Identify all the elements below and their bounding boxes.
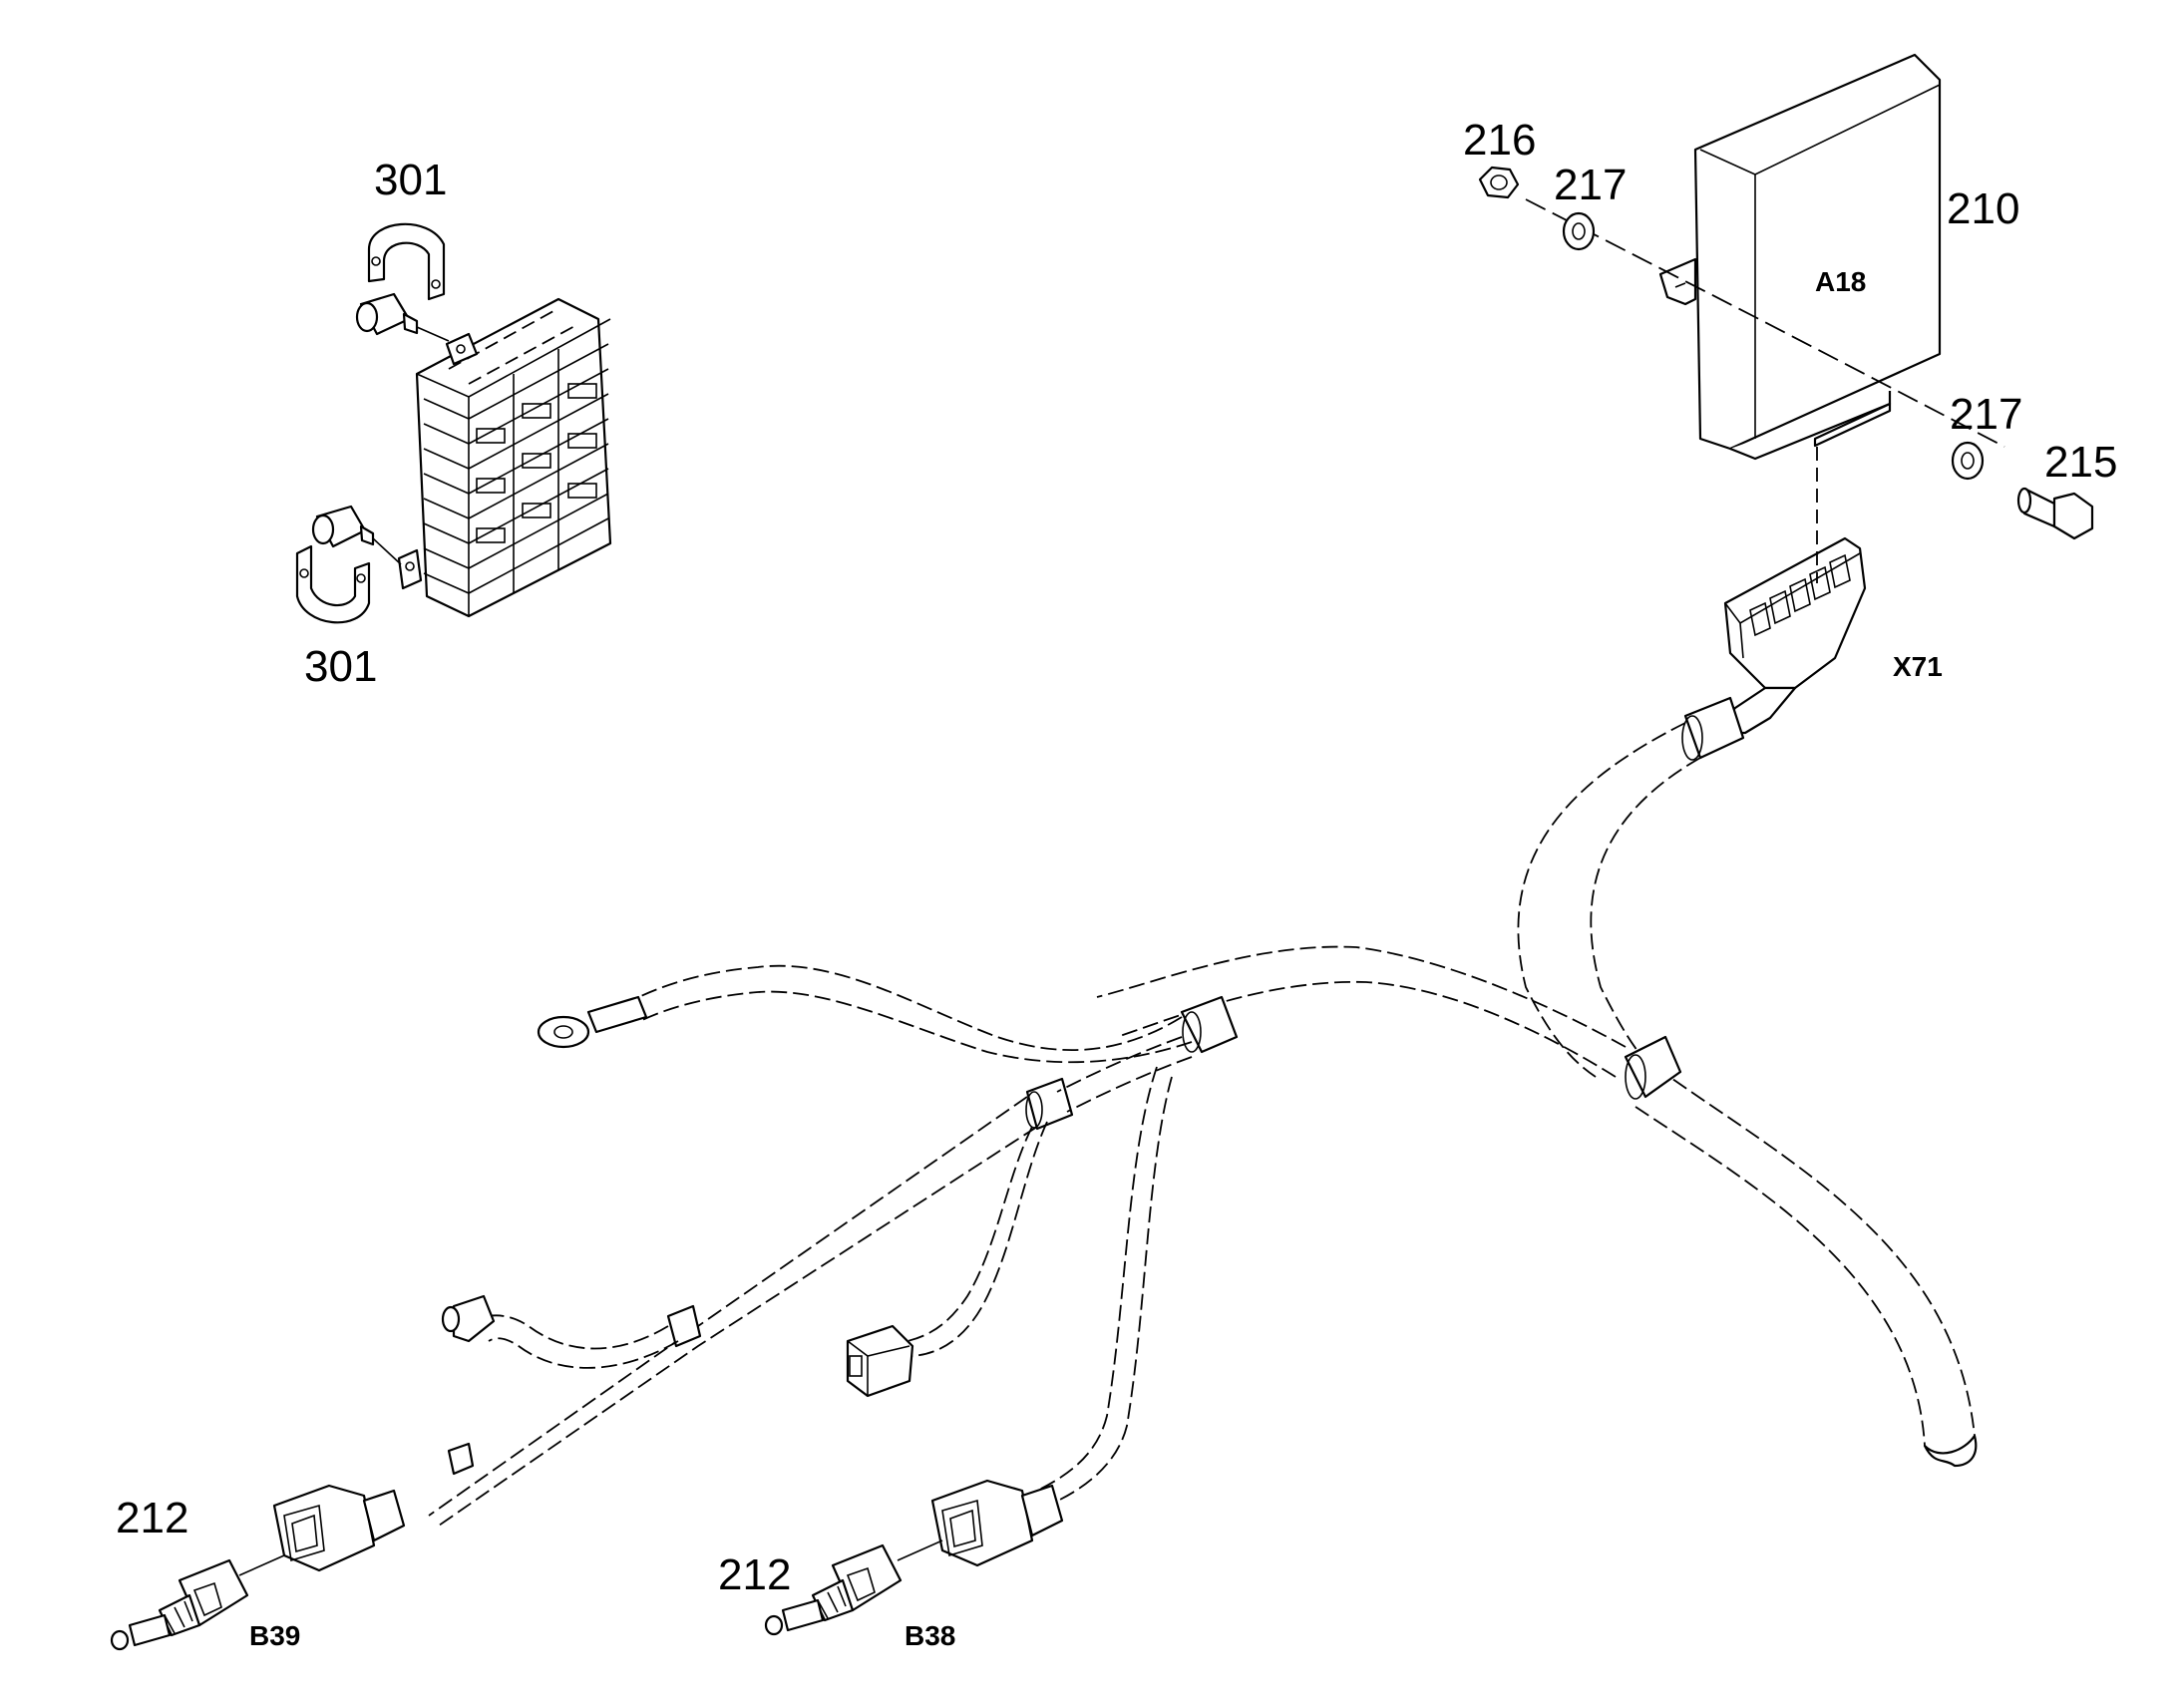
clamp-301-bottom: [295, 544, 371, 624]
washer-217-top: [1562, 211, 1596, 251]
label-212-left: 212: [116, 1494, 188, 1542]
label-a18: A18: [1815, 266, 1866, 297]
label-217-right: 217: [1950, 390, 2022, 439]
connector-b38-plug: [930, 1479, 1064, 1567]
temperature-sensor-b38: [764, 1543, 903, 1636]
label-b39: B39: [249, 1620, 300, 1651]
temperature-sensor-b39: [110, 1558, 249, 1651]
label-b38: B38: [905, 1620, 955, 1651]
angled-plug: [441, 1294, 496, 1343]
label-212-mid: 212: [718, 1550, 791, 1599]
clamp-301-top: [367, 222, 446, 301]
ring-terminal: [537, 995, 648, 1049]
rubber-damper-bottom: [311, 505, 402, 565]
nut-216: [1478, 166, 1520, 199]
b38-axis-line: [897, 1539, 943, 1561]
connector-b39-plug: [272, 1484, 406, 1572]
connector-x71: [1681, 447, 1867, 761]
bolt-215: [2016, 487, 2094, 540]
washer-217-right: [1951, 441, 1985, 481]
label-210: 210: [1947, 184, 2019, 233]
b39-axis-line: [238, 1554, 285, 1576]
label-215: 215: [2044, 438, 2117, 487]
relay-box-assembly: [397, 297, 612, 618]
label-216: 216: [1463, 116, 1536, 165]
label-x71: X71: [1893, 651, 1943, 682]
fastener-axis-line: [1525, 198, 2005, 448]
rubber-damper-top: [355, 292, 450, 342]
label-301-top: 301: [374, 156, 447, 204]
main-harness: [428, 722, 1978, 1527]
flat-connector: [846, 1324, 914, 1398]
label-301-bottom: 301: [304, 642, 377, 691]
control-unit-a18: [1658, 53, 1942, 461]
relay-grid: [423, 343, 609, 594]
label-217-top: 217: [1554, 161, 1627, 209]
